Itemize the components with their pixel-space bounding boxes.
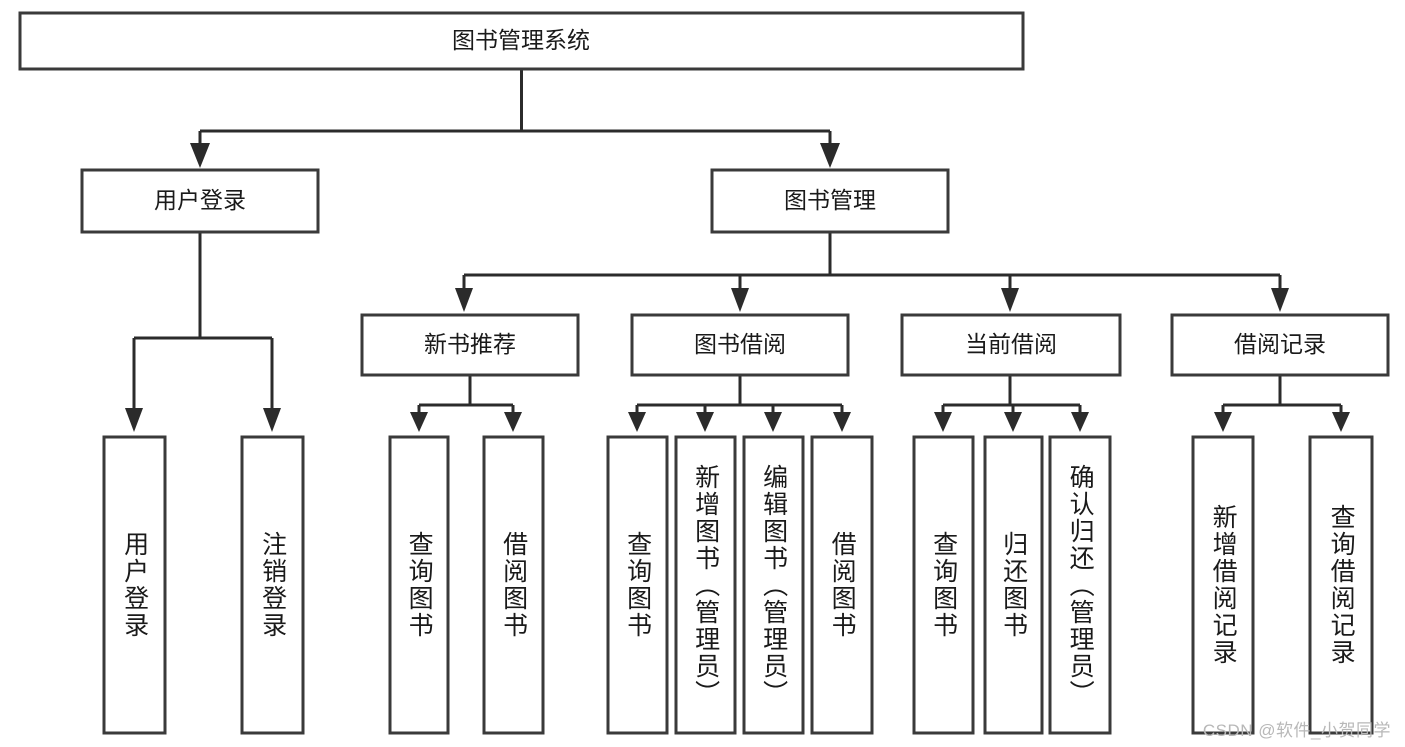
connector-group-root	[190, 69, 840, 168]
node-current-borrow-rect[interactable]	[900, 313, 1122, 377]
arrow-head-leaf-edit-book	[764, 412, 782, 432]
arrow-head-book-manage	[820, 143, 840, 168]
node-user-login-label: 用户登录	[154, 187, 246, 213]
node-root-label: 图书管理系统	[452, 27, 590, 53]
node-leaf-borrow-book-rec-rect[interactable]	[482, 435, 545, 735]
node-root[interactable]: 图书管理系统	[18, 11, 1025, 71]
arrow-head-leaf-confirm-return	[1071, 412, 1089, 432]
node-new-book-recommend[interactable]: 新书推荐	[360, 313, 580, 377]
arrow-head-leaf-add-record	[1214, 412, 1232, 432]
arrow-head-user-login	[190, 143, 210, 168]
node-book-borrow[interactable]: 图书借阅	[630, 313, 850, 377]
connector-group-borrow-records	[1214, 375, 1350, 432]
arrow-head-borrow-records	[1271, 288, 1289, 312]
node-leaf-query-book-borrow-rect[interactable]	[606, 435, 669, 735]
arrow-head-leaf-borrow-book-rec	[504, 412, 522, 432]
node-group-level4	[102, 435, 1374, 735]
arrow-head-leaf-user-login	[125, 408, 143, 432]
node-current-borrow[interactable]: 当前借阅	[900, 313, 1122, 377]
node-book-borrow-label: 图书借阅	[694, 331, 786, 357]
connector-group-user-login	[125, 232, 281, 432]
node-book-manage-rect[interactable]	[710, 168, 950, 234]
arrow-head-new-book-recommend	[455, 288, 473, 312]
arrow-head-current-borrow	[1001, 288, 1019, 312]
node-leaf-add-record-rect[interactable]	[1191, 435, 1255, 735]
node-root-rect[interactable]	[18, 11, 1025, 71]
arrow-head-leaf-query-book-borrow	[628, 412, 646, 432]
arrow-head-leaf-borrow-book	[833, 412, 851, 432]
connector-group-book-manage	[455, 232, 1289, 312]
connector-group-new-book-recommend	[410, 375, 522, 432]
connector-group-book-borrow	[628, 375, 851, 432]
node-leaf-user-logout-rect[interactable]	[240, 435, 305, 735]
node-book-manage-label: 图书管理	[784, 187, 876, 213]
node-leaf-add-book-rect[interactable]	[674, 435, 737, 735]
node-current-borrow-label: 当前借阅	[965, 331, 1057, 357]
arrow-head-leaf-query-book-rec	[410, 412, 428, 432]
arrow-head-leaf-query-record	[1332, 412, 1350, 432]
node-leaf-query-book-rec-rect[interactable]	[388, 435, 450, 735]
node-leaf-user-login-rect[interactable]	[102, 435, 167, 735]
node-leaf-edit-book-rect[interactable]	[742, 435, 805, 735]
node-borrow-records-rect[interactable]	[1170, 313, 1390, 377]
arrow-head-leaf-user-logout	[263, 408, 281, 432]
node-user-login-rect[interactable]	[80, 168, 320, 234]
node-leaf-confirm-return-rect[interactable]	[1048, 435, 1112, 735]
node-leaf-query-book-current-rect[interactable]	[912, 435, 975, 735]
node-borrow-records-label: 借阅记录	[1234, 331, 1326, 357]
node-leaf-borrow-book-rect[interactable]	[810, 435, 874, 735]
node-book-borrow-rect[interactable]	[630, 313, 850, 377]
node-leaf-return-book-rect[interactable]	[983, 435, 1044, 735]
node-new-book-recommend-rect[interactable]	[360, 313, 580, 377]
arrow-head-leaf-return-book	[1004, 412, 1022, 432]
node-book-manage[interactable]: 图书管理	[710, 168, 950, 234]
arrow-head-leaf-add-book	[696, 412, 714, 432]
arrow-head-book-borrow	[731, 288, 749, 312]
node-new-book-recommend-label: 新书推荐	[424, 331, 516, 357]
connector-group-current-borrow	[934, 375, 1089, 432]
watermark-text: CSDN @软件_小贺同学	[1202, 721, 1391, 740]
node-leaf-query-record-rect[interactable]	[1308, 435, 1374, 735]
node-borrow-records[interactable]: 借阅记录	[1170, 313, 1390, 377]
node-user-login[interactable]: 用户登录	[80, 168, 320, 234]
arrow-head-leaf-query-book-current	[934, 412, 952, 432]
